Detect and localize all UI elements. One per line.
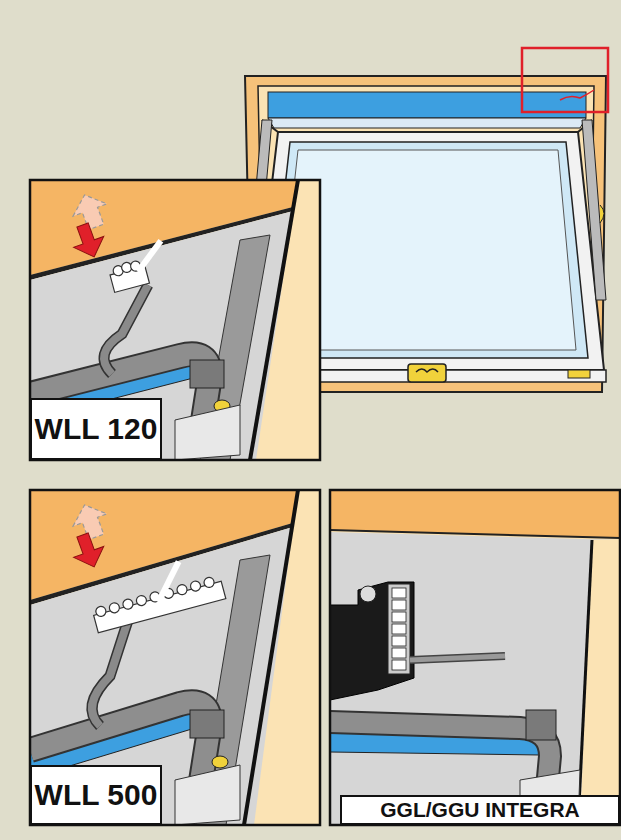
model-name: GGL/GGU INTEGRA xyxy=(380,798,580,822)
model-name: WLL 120 xyxy=(35,412,158,446)
detail-panel xyxy=(30,180,320,460)
detail-panel xyxy=(330,490,620,825)
model-label: WLL 500 xyxy=(30,765,162,825)
model-label: WLL 120 xyxy=(30,398,162,460)
model-name: WLL 500 xyxy=(35,778,158,812)
detail-panel xyxy=(30,490,320,825)
model-label: GGL/GGU INTEGRA xyxy=(340,795,620,825)
